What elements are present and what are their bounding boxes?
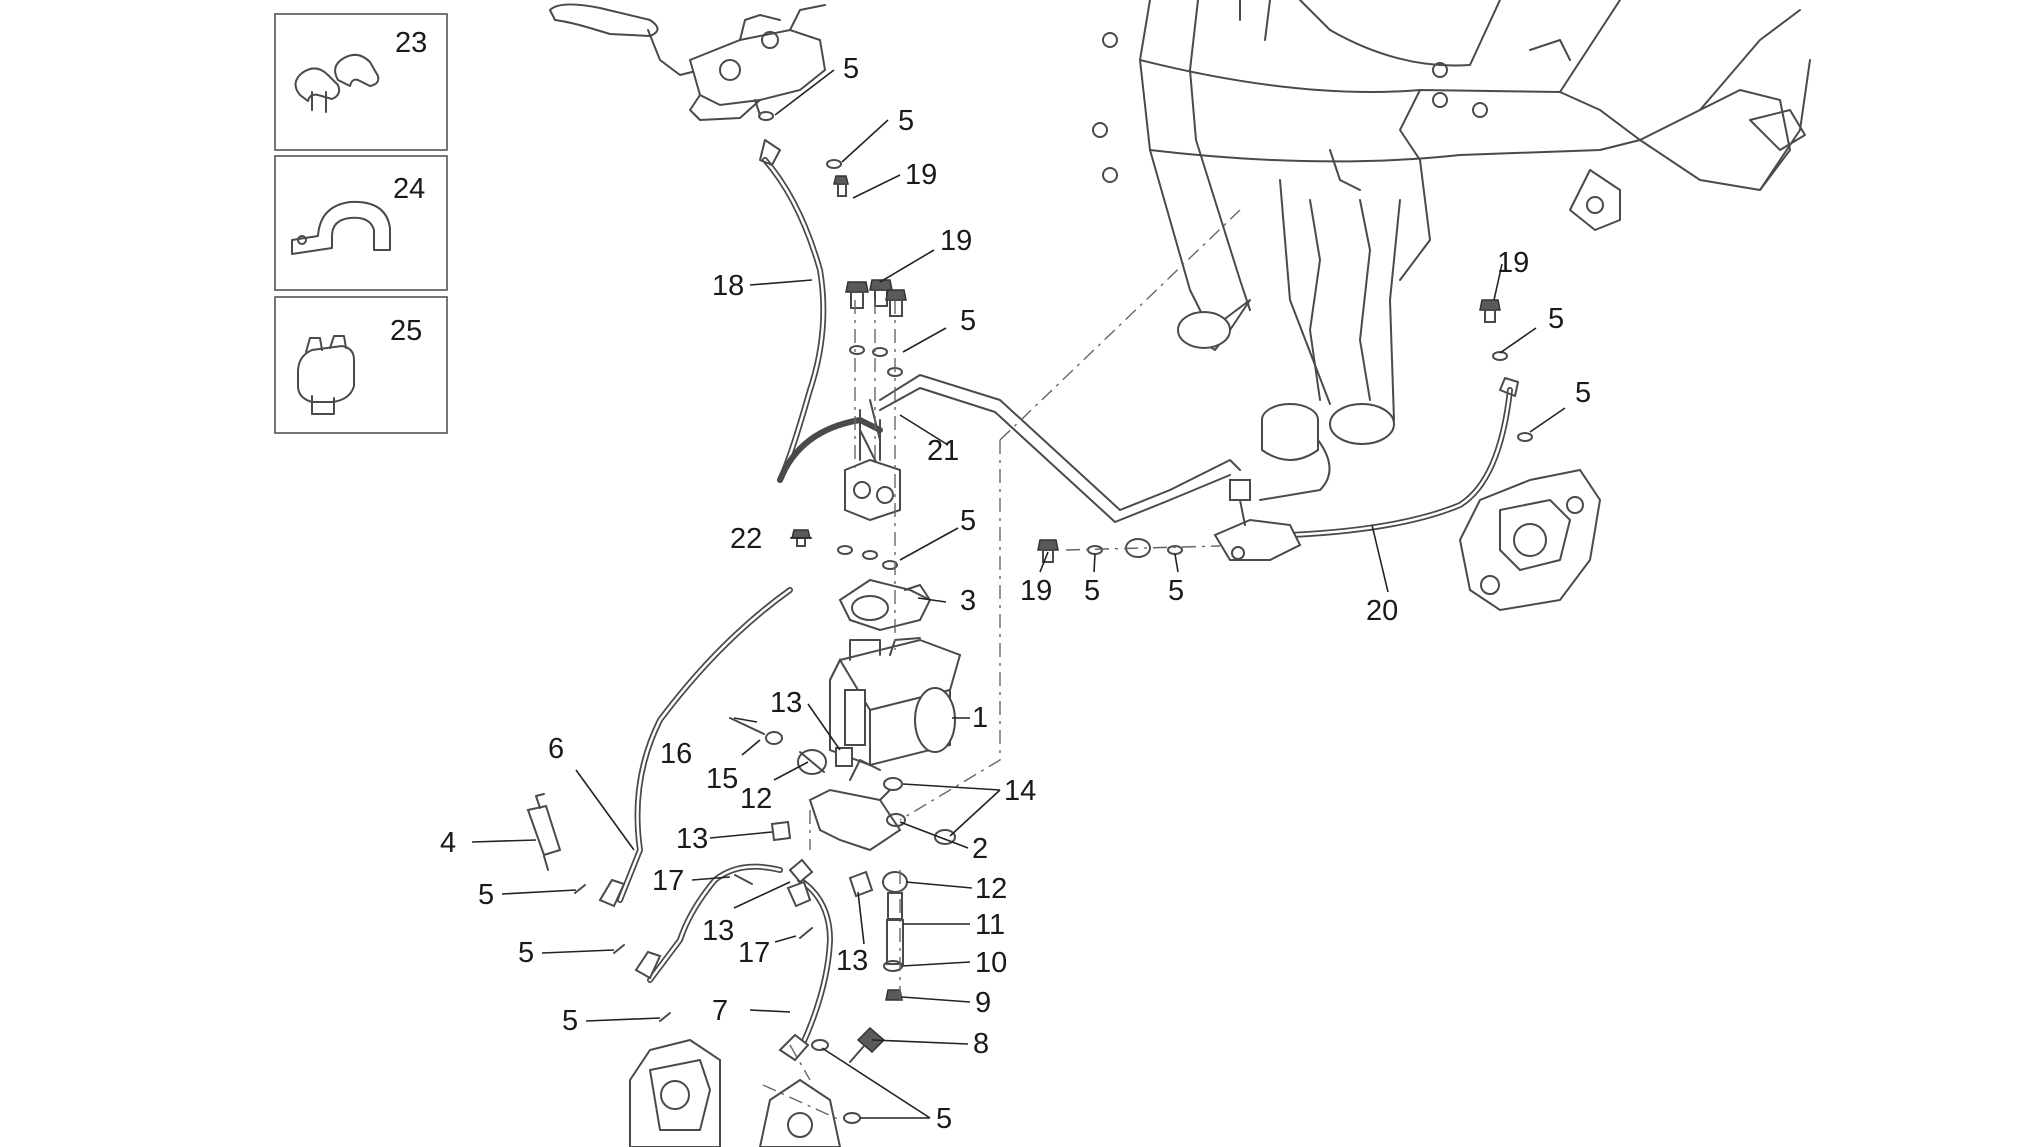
callout-1: 1 (972, 702, 988, 734)
callout-13: 13 (770, 687, 802, 719)
callout-16: 16 (660, 738, 692, 770)
abs-modulator (828, 409, 962, 767)
callout-18: 18 (712, 270, 744, 302)
abs-bracket (729, 717, 956, 1001)
leader-lines (471, 69, 1566, 1119)
callout-15: 15 (706, 763, 738, 795)
callout-19: 19 (1020, 575, 1052, 607)
callout-10: 10 (975, 947, 1007, 979)
callout-13: 13 (836, 945, 868, 977)
callout-19: 19 (1497, 247, 1529, 279)
callout-5: 5 (1575, 377, 1591, 409)
inset-box-23: 23 (274, 13, 448, 151)
callout-5: 5 (518, 937, 534, 969)
callout-12: 12 (740, 783, 772, 815)
callout-5: 5 (1084, 575, 1100, 607)
callout-5: 5 (1548, 303, 1564, 335)
callout-14: 14 (1004, 775, 1036, 807)
inset-label-25: 25 (390, 315, 422, 347)
callout-17: 17 (738, 937, 770, 969)
front-brake-master-cylinder (549, 3, 827, 121)
callout-5: 5 (960, 305, 976, 337)
inset-box-25: 25 (274, 296, 448, 434)
callout-19: 19 (940, 225, 972, 257)
callout-9: 9 (975, 987, 991, 1019)
inset-box-24: 24 (274, 155, 448, 291)
callout-6: 6 (548, 733, 564, 765)
callout-numbers: 5 5 19 18 19 5 21 19 5 5 5 22 3 19 5 5 2… (440, 53, 1591, 1135)
callout-13: 13 (676, 823, 708, 855)
callout-20: 20 (1366, 595, 1398, 627)
callout-7: 7 (712, 995, 728, 1027)
callout-13: 13 (702, 915, 734, 947)
callout-5: 5 (936, 1103, 952, 1135)
callout-3: 3 (960, 585, 976, 617)
callout-2: 2 (972, 833, 988, 865)
mid-washers (791, 529, 898, 570)
motorcycle-frame (1092, 0, 1811, 445)
callout-12: 12 (975, 873, 1007, 905)
callout-5: 5 (562, 1005, 578, 1037)
callout-22: 22 (730, 523, 762, 555)
callout-5: 5 (1168, 575, 1184, 607)
callout-11: 11 (975, 909, 1005, 941)
callout-8: 8 (973, 1028, 989, 1060)
inset-label-23: 23 (395, 27, 427, 59)
callout-5: 5 (478, 879, 494, 911)
callout-5: 5 (898, 105, 914, 137)
brake-hoses (617, 139, 1519, 1053)
callout-5: 5 (960, 505, 976, 537)
inset-label-24: 24 (393, 173, 425, 205)
rear-brake-master-cylinder (1037, 299, 1533, 563)
assembly-axis-lines (762, 209, 1241, 1121)
callout-4: 4 (440, 827, 456, 859)
lower-left-parts (526, 793, 886, 1147)
rear-brake-caliper (1458, 468, 1602, 612)
callout-5: 5 (843, 53, 859, 85)
banjo-bolts-top (758, 111, 907, 377)
callout-21: 21 (927, 435, 959, 467)
callout-17: 17 (652, 865, 684, 897)
callout-19: 19 (905, 159, 937, 191)
